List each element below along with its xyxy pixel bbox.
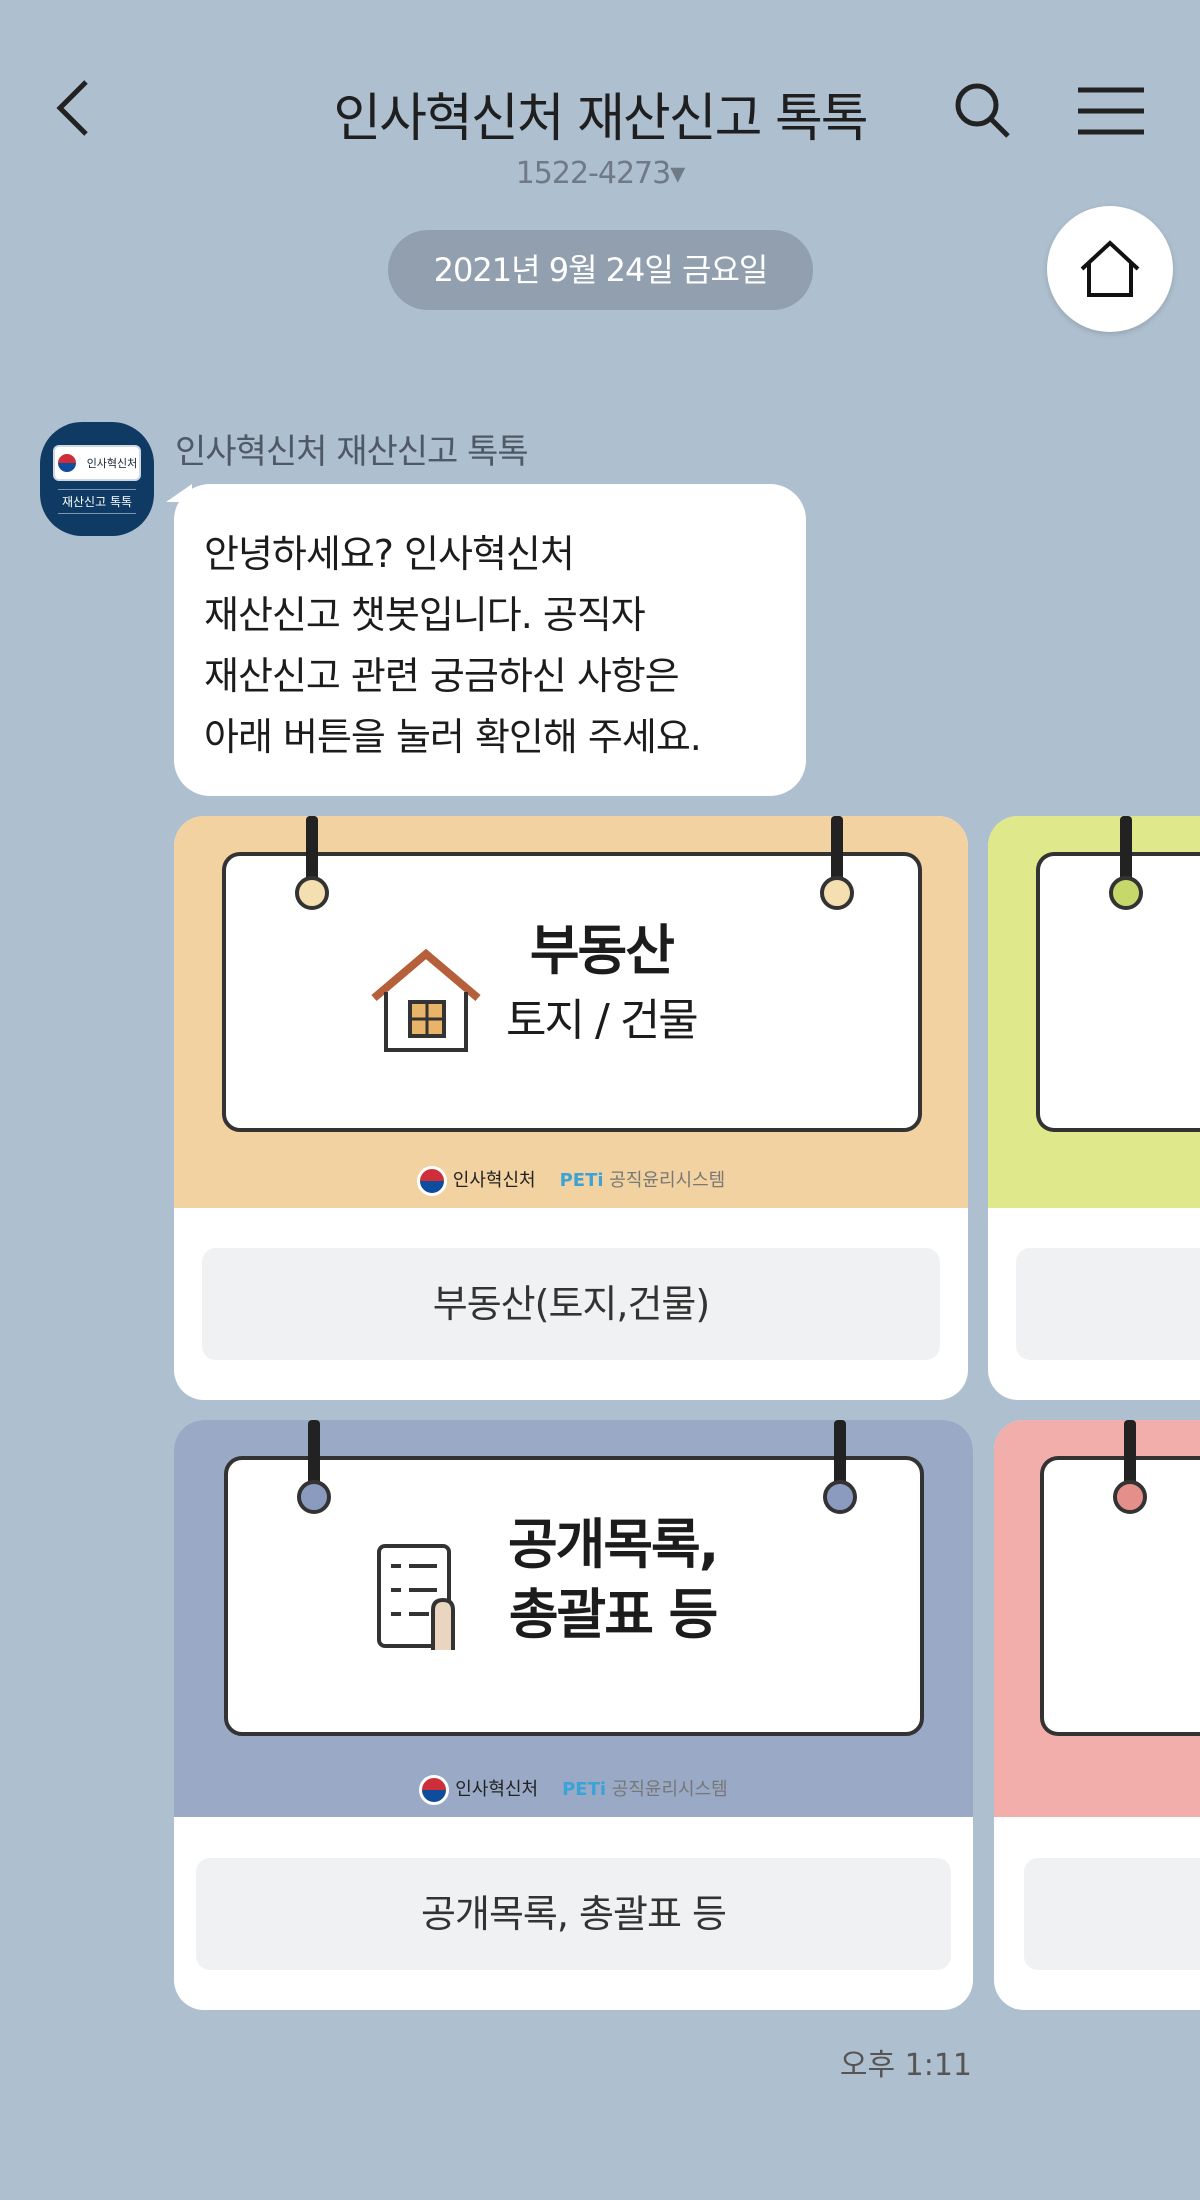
rope xyxy=(1120,816,1132,888)
phone-number-dropdown[interactable]: 1522-4273▾ xyxy=(515,156,686,191)
back-arrow-icon[interactable] xyxy=(50,78,100,138)
card-image xyxy=(988,816,1200,1208)
search-icon[interactable] xyxy=(950,78,1014,142)
message-bubble: 안녕하세요? 인사혁신처 재산신고 챗봇입니다. 공직자 재산신고 관련 궁금하… xyxy=(166,484,806,796)
bot-avatar[interactable]: 인사혁신처 재산신고 톡톡 xyxy=(40,422,154,536)
chat-title: 인사혁신처 재산신고 톡톡 xyxy=(333,89,868,149)
rope xyxy=(834,1420,846,1492)
house-icon xyxy=(371,948,481,1052)
avatar-org-text: 인사혁신처 xyxy=(86,456,138,470)
peg xyxy=(1113,1480,1147,1514)
card-button[interactable] xyxy=(1024,1858,1200,1970)
card-button[interactable] xyxy=(1016,1248,1200,1360)
sign-text: 공개목록,총괄표 등 xyxy=(508,1513,719,1646)
home-button[interactable] xyxy=(1047,206,1173,332)
carousel-card-peek[interactable] xyxy=(994,1420,1200,2010)
peg xyxy=(297,1480,331,1514)
government-emblem-icon xyxy=(419,1775,450,1805)
message-timestamp: 오후 1:11 xyxy=(839,2048,972,2083)
rope xyxy=(308,1420,320,1492)
disclosure-list-button[interactable]: 공개목록, 총괄표 등 xyxy=(196,1858,951,1970)
date-divider: 2021년 9월 24일 금요일 xyxy=(388,230,813,310)
rope xyxy=(306,816,318,888)
carousel-card-peek[interactable] xyxy=(988,816,1200,1400)
home-icon xyxy=(1080,240,1140,297)
real-estate-button[interactable]: 부동산(토지,건물) xyxy=(202,1248,940,1360)
document-list-icon xyxy=(377,1544,455,1650)
government-emblem-icon xyxy=(416,1166,447,1196)
hanging-sign: 공개목록,총괄표 등 xyxy=(224,1456,924,1736)
rope xyxy=(831,816,843,888)
rope xyxy=(1124,1420,1136,1492)
peg xyxy=(1109,876,1143,910)
card-image xyxy=(994,1420,1200,1817)
government-emblem-icon xyxy=(56,452,77,473)
sender-name: 인사혁신처 재산신고 톡톡 xyxy=(175,432,529,472)
peg xyxy=(823,1480,857,1514)
peg xyxy=(295,876,329,910)
peg xyxy=(820,876,854,910)
menu-icon[interactable] xyxy=(1078,86,1144,136)
avatar-service-text: 재산신고 톡톡 xyxy=(57,488,137,514)
